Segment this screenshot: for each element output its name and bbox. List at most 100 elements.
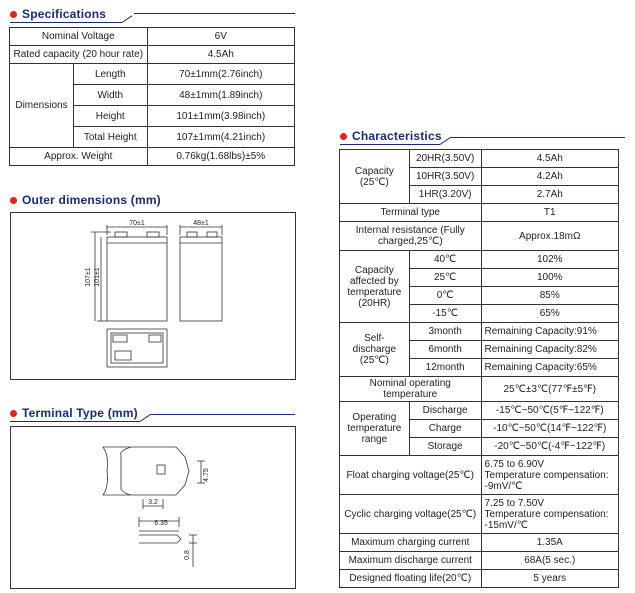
specifications-header: Specifications <box>10 6 295 23</box>
terminal-svg: 4.75 3.2 6.35 0.8 <box>102 446 210 567</box>
internal-resistance-label: Internal resistance (Fully charged,25℃) <box>339 221 482 251</box>
self-discharge-value: Remaining Capacity:91% <box>480 322 620 341</box>
table-row: Float charging voltage(25℃) 6.75 to 6.90… <box>339 455 620 495</box>
outer-dimensions-title: Outer dimensions (mm) <box>22 193 161 207</box>
terminal-type-value: T1 <box>480 203 620 222</box>
length-label: Length <box>72 63 148 85</box>
self-discharge-label: Self-discharge (25℃) <box>339 322 410 377</box>
outer-dimensions-drawing: 70±1 48±1 107±1 101±1 <box>10 212 296 380</box>
width-dim-label: 48±1 <box>193 220 209 227</box>
bullet-icon <box>340 132 347 140</box>
cyclic-charging-line1: 7.25 to 7.50V <box>484 497 545 509</box>
max-charging-label: Maximum charging current <box>339 533 482 552</box>
table-row: Self-discharge (25℃) 3month Remaining Ca… <box>339 322 620 377</box>
side-view <box>179 236 223 322</box>
header-rule <box>10 421 140 422</box>
period-value: 6month <box>408 340 482 359</box>
table-row: Designed floating life(20℃) 5 years <box>339 569 620 588</box>
float-charging-line3: -9mV/℃ <box>484 480 523 492</box>
op-temp-value: -10℃~50℃(14℉~122℉) <box>480 419 620 438</box>
capacity-value: 4.5Ah <box>480 149 620 168</box>
front-view <box>106 236 168 322</box>
float-charging-line2: Temperature compensation: <box>484 469 609 481</box>
characteristics-title: Characteristics <box>352 129 442 143</box>
capacity-label: Capacity (25℃) <box>339 149 410 204</box>
float-charging-value: 6.75 to 6.90V Temperature compensation: … <box>480 455 620 495</box>
terminal-drawing: 4.75 3.2 6.35 0.8 <box>10 426 296 589</box>
temp-capacity-label: Capacity affected by temperature (20HR) <box>339 250 410 323</box>
op-mode: Discharge <box>408 401 482 420</box>
bullet-icon <box>10 409 17 417</box>
weight-label: Approx. Weight <box>9 147 148 166</box>
height-label: Height <box>72 105 148 127</box>
max-charging-value: 1.35A <box>480 533 620 552</box>
width-label: Width <box>72 84 148 106</box>
capacity-value: 4.2Ah <box>480 167 620 186</box>
length-dim-label: 70±1 <box>129 220 145 227</box>
weight-value: 0.76kg(1.68lbs)±5% <box>146 147 296 166</box>
temp-capacity-value: 65% <box>480 304 620 323</box>
terminal-type-label: Terminal type <box>339 203 482 222</box>
float-life-label: Designed floating life(20℃) <box>339 569 482 588</box>
terminal-type-title: Terminal Type (mm) <box>22 406 138 420</box>
total-height-value: 107±1mm(4.21inch) <box>146 126 296 148</box>
op-mode: Charge <box>408 419 482 438</box>
header-slant <box>121 15 133 23</box>
self-discharge-value: Remaining Capacity:65% <box>480 358 620 377</box>
internal-resistance-value: Approx.18mΩ <box>480 221 620 251</box>
capacity-rate: 10HR(3.50V) <box>408 167 482 186</box>
bullet-icon <box>10 196 17 204</box>
dim-635-label: 6.35 <box>154 520 168 527</box>
height-value: 101±1mm(3.98inch) <box>146 105 296 127</box>
table-row: Cyclic charging voltage(25℃) 7.25 to 7.5… <box>339 494 620 534</box>
height-dim-label: 101±1 <box>94 267 101 287</box>
header-slant <box>139 414 151 422</box>
nominal-temp-value: 25℃±3℃(77℉±5℉) <box>480 376 620 402</box>
dim-32-label: 3.2 <box>148 499 158 506</box>
capacity-value: 2.7Ah <box>480 185 620 204</box>
table-row: Nominal operating temperature 25℃±3℃(77℉… <box>339 376 620 402</box>
op-temp-value: -15℃~50℃(5℉~122℉) <box>480 401 620 420</box>
temp-capacity-value: 85% <box>480 286 620 305</box>
temp-capacity-value: 100% <box>480 268 620 287</box>
table-row: 25℃ 100% <box>340 268 620 287</box>
float-charging-label: Float charging voltage(25℃) <box>339 455 482 495</box>
cyclic-charging-line2: Temperature compensation: <box>484 508 609 520</box>
table-row: Height 101±1mm(3.98inch) <box>10 105 296 127</box>
nominal-voltage-value: 6V <box>146 27 296 46</box>
table-row: Maximum discharge current 68A(5 sec.) <box>339 551 620 570</box>
length-value: 70±1mm(2.76inch) <box>146 63 296 85</box>
capacity-rate: 20HR(3.50V) <box>408 149 482 168</box>
table-row: 12month Remaining Capacity:65% <box>340 358 620 377</box>
table-row: Storage -20℃~50℃(-4℉~122℉) <box>340 437 620 456</box>
characteristics-header: Characteristics <box>340 128 625 145</box>
header-rule-right <box>450 137 625 138</box>
rated-capacity-label: Rated capacity (20 hour rate) <box>9 45 148 64</box>
total-height-dim-label: 107±1 <box>85 267 92 287</box>
period-value: 12month <box>408 358 482 377</box>
table-row: 1HR(3.20V) 2.7Ah <box>340 185 620 204</box>
bullet-icon <box>10 10 17 18</box>
table-row: Width 48±1mm(1.89inch) <box>10 84 296 106</box>
terminal-type-header: Terminal Type (mm) <box>10 405 295 422</box>
top-view <box>106 328 168 368</box>
op-temp-label: Operating temperature range <box>339 401 410 456</box>
outer-dimensions-svg: 70±1 48±1 107±1 101±1 <box>85 220 223 368</box>
period-value: 3month <box>408 322 482 341</box>
width-value: 48±1mm(1.89inch) <box>146 84 296 106</box>
self-discharge-value: Remaining Capacity:82% <box>480 340 620 359</box>
table-row: Capacity (25℃) 20HR(3.50V) 4.5Ah <box>339 149 620 204</box>
temp-capacity-value: 102% <box>480 250 620 269</box>
dim-08-label: 0.8 <box>184 550 191 560</box>
specifications-table: Nominal Voltage 6V Rated capacity (20 ho… <box>9 27 296 166</box>
max-discharge-value: 68A(5 sec.) <box>480 551 620 570</box>
float-life-value: 5 years <box>480 569 620 588</box>
nominal-temp-label: Nominal operating temperature <box>339 376 482 402</box>
total-height-label: Total Height <box>72 126 148 148</box>
table-row: Operating temperature range Discharge -1… <box>339 401 620 456</box>
max-discharge-label: Maximum discharge current <box>339 551 482 570</box>
table-row: Maximum charging current 1.35A <box>339 533 620 552</box>
specifications-title: Specifications <box>22 7 107 21</box>
nominal-voltage-label: Nominal Voltage <box>9 27 148 46</box>
table-row: Approx. Weight 0.76kg(1.68lbs)±5% <box>9 147 296 166</box>
